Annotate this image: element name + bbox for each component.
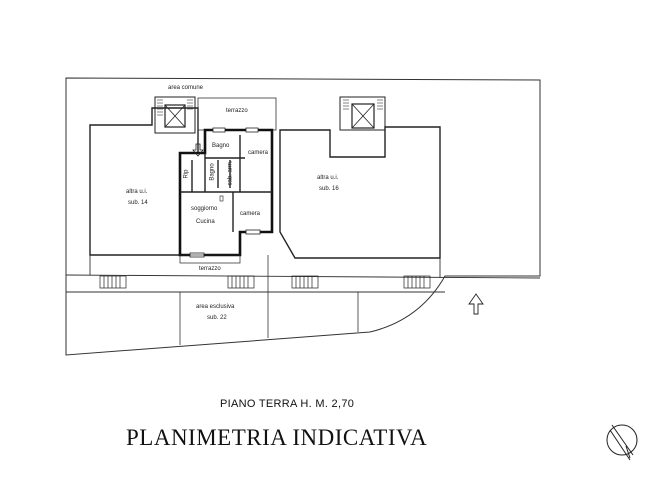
stairwell-icon <box>154 96 196 134</box>
label-cucina: Cucina <box>196 219 215 225</box>
label-rip: Rip <box>183 169 190 179</box>
label-bagno-small: Bagno <box>209 163 216 181</box>
site-boundary <box>65 77 541 356</box>
exclusive-area-lines <box>65 255 359 355</box>
label-area-comune: area comune <box>168 85 204 91</box>
right-unit-outline <box>279 126 441 259</box>
left-unit-outline <box>89 107 199 256</box>
label-area-esclusiva: area esclusiva <box>196 304 235 310</box>
floor-subtitle: PIANO TERRA H. M. 2,70 <box>220 398 355 410</box>
terrace-steps <box>99 254 431 289</box>
north-arrow-icon <box>606 424 638 461</box>
label-sub-right: sub. 16 <box>319 186 339 192</box>
label-terrazzo-bottom: terrazzo <box>199 266 221 272</box>
label-terrazzo-top: terrazzo <box>226 108 248 114</box>
access-arrow-icon <box>468 293 484 315</box>
stairwell-right-icon <box>339 96 386 131</box>
page-title: PLANIMETRIA INDICATIVA <box>126 425 428 450</box>
label-camera-top: camera <box>248 150 269 156</box>
label-soggiorno: soggiorno <box>191 206 218 212</box>
label-sub-left: sub. 14 <box>128 200 148 206</box>
label-cabina-armadio: cab. arm. <box>227 160 234 186</box>
label-camera-bottom: camera <box>240 211 261 217</box>
label-bagno-top: Bagno <box>212 143 230 149</box>
apartment-interior-walls <box>180 135 272 232</box>
terrace-top <box>197 97 277 131</box>
label-altra-ui-left: altra u.i. <box>126 189 148 195</box>
column-marker <box>219 195 224 202</box>
label-altra-ui-right: altra u.i. <box>317 175 339 181</box>
label-sub-esclusiva: sub. 22 <box>207 315 227 321</box>
entrance-arrow-icon <box>192 143 204 157</box>
terrace-bottom <box>65 255 541 293</box>
